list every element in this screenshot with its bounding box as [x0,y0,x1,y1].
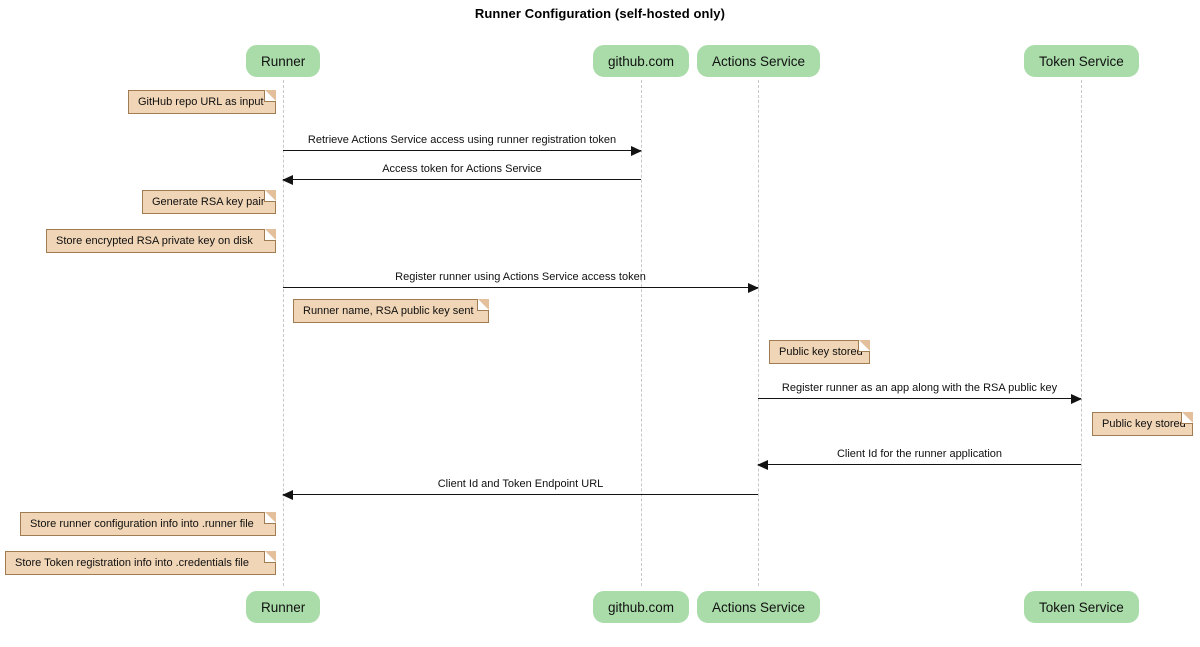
lifeline-github [641,80,642,586]
message-arrow [283,146,642,156]
note-text: Runner name, RSA public key sent [303,305,474,317]
participant-label: Actions Service [712,599,806,615]
message-label: Register runner using Actions Service ac… [395,271,646,283]
note-fold-triangle-icon [265,551,276,562]
message-label: Register runner as an app along with the… [781,382,1058,394]
message-arrow [282,490,758,500]
message-label: Client Id for the runner application [836,448,1003,460]
participant-github-top[interactable]: github.com [593,45,690,77]
participant-label: github.com [608,53,675,69]
message-label: Access token for Actions Service [382,163,542,175]
note-fold-triangle-icon [265,190,276,201]
note: GitHub repo URL as input [128,90,276,115]
participant-label: Actions Service [712,53,806,69]
participant-runner-top[interactable]: Runner [246,45,321,77]
arrowhead-left-icon [282,490,293,500]
note: Public key stored [1092,412,1193,437]
participant-label: Runner [261,599,306,615]
note-fold-triangle-icon [265,512,276,523]
participant-github-bottom[interactable]: github.com [593,591,690,623]
participant-token-top[interactable]: Token Service [1024,45,1139,77]
note-fold-triangle-icon [859,340,870,351]
participant-token-bottom[interactable]: Token Service [1024,591,1139,623]
note-fold-triangle-icon [478,299,489,310]
note: Runner name, RSA public key sent [293,299,489,324]
message-arrow [283,283,759,293]
lifeline-token [1081,80,1082,586]
note-text: Public key stored [779,346,863,358]
note-text: Public key stored [1102,418,1186,430]
note-fold-triangle-icon [265,90,276,101]
arrowhead-right-icon [748,283,759,293]
note-text: Store encrypted RSA private key on disk [56,235,253,247]
note: Store Token registration info into .cred… [5,551,276,576]
lifeline-runner [283,80,284,586]
participant-label: Runner [261,53,306,69]
note: Store runner configuration info into .ru… [20,512,276,537]
note-fold-triangle-icon [265,229,276,240]
page-title: Runner Configuration (self-hosted only) [474,6,726,21]
note-text: GitHub repo URL as input [138,96,264,108]
note: Public key stored [769,340,870,365]
note: Generate RSA key pair [142,190,276,215]
message-arrow [757,460,1081,470]
participant-label: github.com [608,599,675,615]
message-label: Retrieve Actions Service access using ru… [307,134,617,146]
message-arrow [758,394,1082,404]
message-label: Client Id and Token Endpoint URL [437,478,604,490]
lifeline-actions [758,80,759,586]
arrowhead-left-icon [757,460,768,470]
note-fold-triangle-icon [1182,412,1193,423]
arrowhead-right-icon [631,146,642,156]
participant-runner-bottom[interactable]: Runner [246,591,321,623]
note-text: Store runner configuration info into .ru… [30,518,254,530]
participant-actions-top[interactable]: Actions Service [697,45,821,77]
note: Store encrypted RSA private key on disk [46,229,276,254]
arrowhead-left-icon [282,175,293,185]
note-text: Store Token registration info into .cred… [15,557,249,569]
participant-label: Token Service [1039,599,1124,615]
message-arrow [282,175,641,185]
participant-actions-bottom[interactable]: Actions Service [697,591,821,623]
arrowhead-right-icon [1071,394,1082,404]
participant-label: Token Service [1039,53,1124,69]
note-text: Generate RSA key pair [152,196,265,208]
